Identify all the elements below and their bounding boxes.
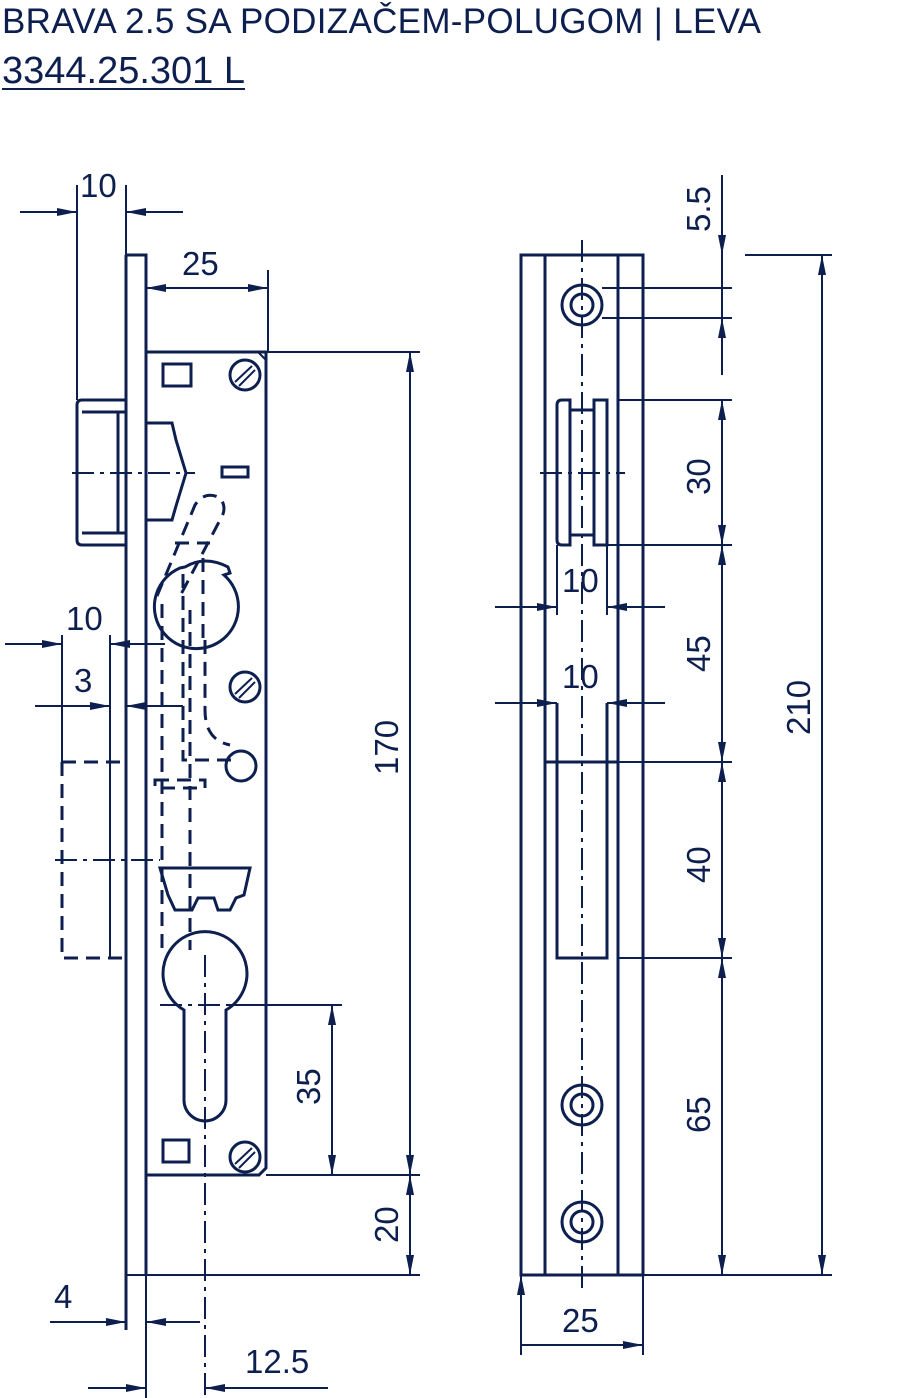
square-hole [161,1138,191,1164]
dim-label: 170 [368,720,405,775]
lock-body [146,350,268,1177]
dim-label: 3 [74,662,92,699]
side-view: 10 25 170 20 35 10 3 4 12.5 [5,167,420,1398]
dim-label: 5.5 [680,186,717,232]
dim-label: 65 [680,1096,717,1133]
dim-label: 10 [80,167,117,204]
dim-label: 4 [54,1278,72,1315]
dim-label: 35 [290,1068,327,1105]
dim-label: 25 [182,245,219,282]
bolt-opening [545,703,618,960]
dim-label: 30 [680,458,717,495]
bolt-cam [157,866,252,912]
slot-hole [220,465,250,479]
dim-label: 10 [66,600,103,637]
deadbolt-hidden [60,760,126,960]
square-hole [161,362,193,388]
front-view: 5.5 30 45 40 65 210 10 10 25 [495,175,832,1355]
screw-hole-icon [560,1083,604,1127]
dim-label: 12.5 [245,1343,309,1380]
follower-hub [152,559,240,651]
dim-label: 45 [680,635,717,672]
screw-hole-icon [560,1200,604,1244]
dim-label: 10 [562,562,599,599]
product-code: 3344.25.301 L [2,50,246,92]
dim-label: 40 [680,846,717,883]
screw-hole-icon [560,283,604,327]
dim-label: 25 [562,1302,599,1339]
screw-icon [228,670,262,704]
drawing-title: BRAVA 2.5 SA PODIZAČEM-POLUGOM | LEVA [2,2,762,41]
latch-tongue [146,421,188,522]
dim-label: 210 [780,680,817,735]
screw-icon [228,358,262,392]
dim-label: 10 [562,658,599,695]
dim-label: 20 [368,1206,405,1243]
faceplate [124,253,148,1330]
screw-icon [228,1140,262,1174]
